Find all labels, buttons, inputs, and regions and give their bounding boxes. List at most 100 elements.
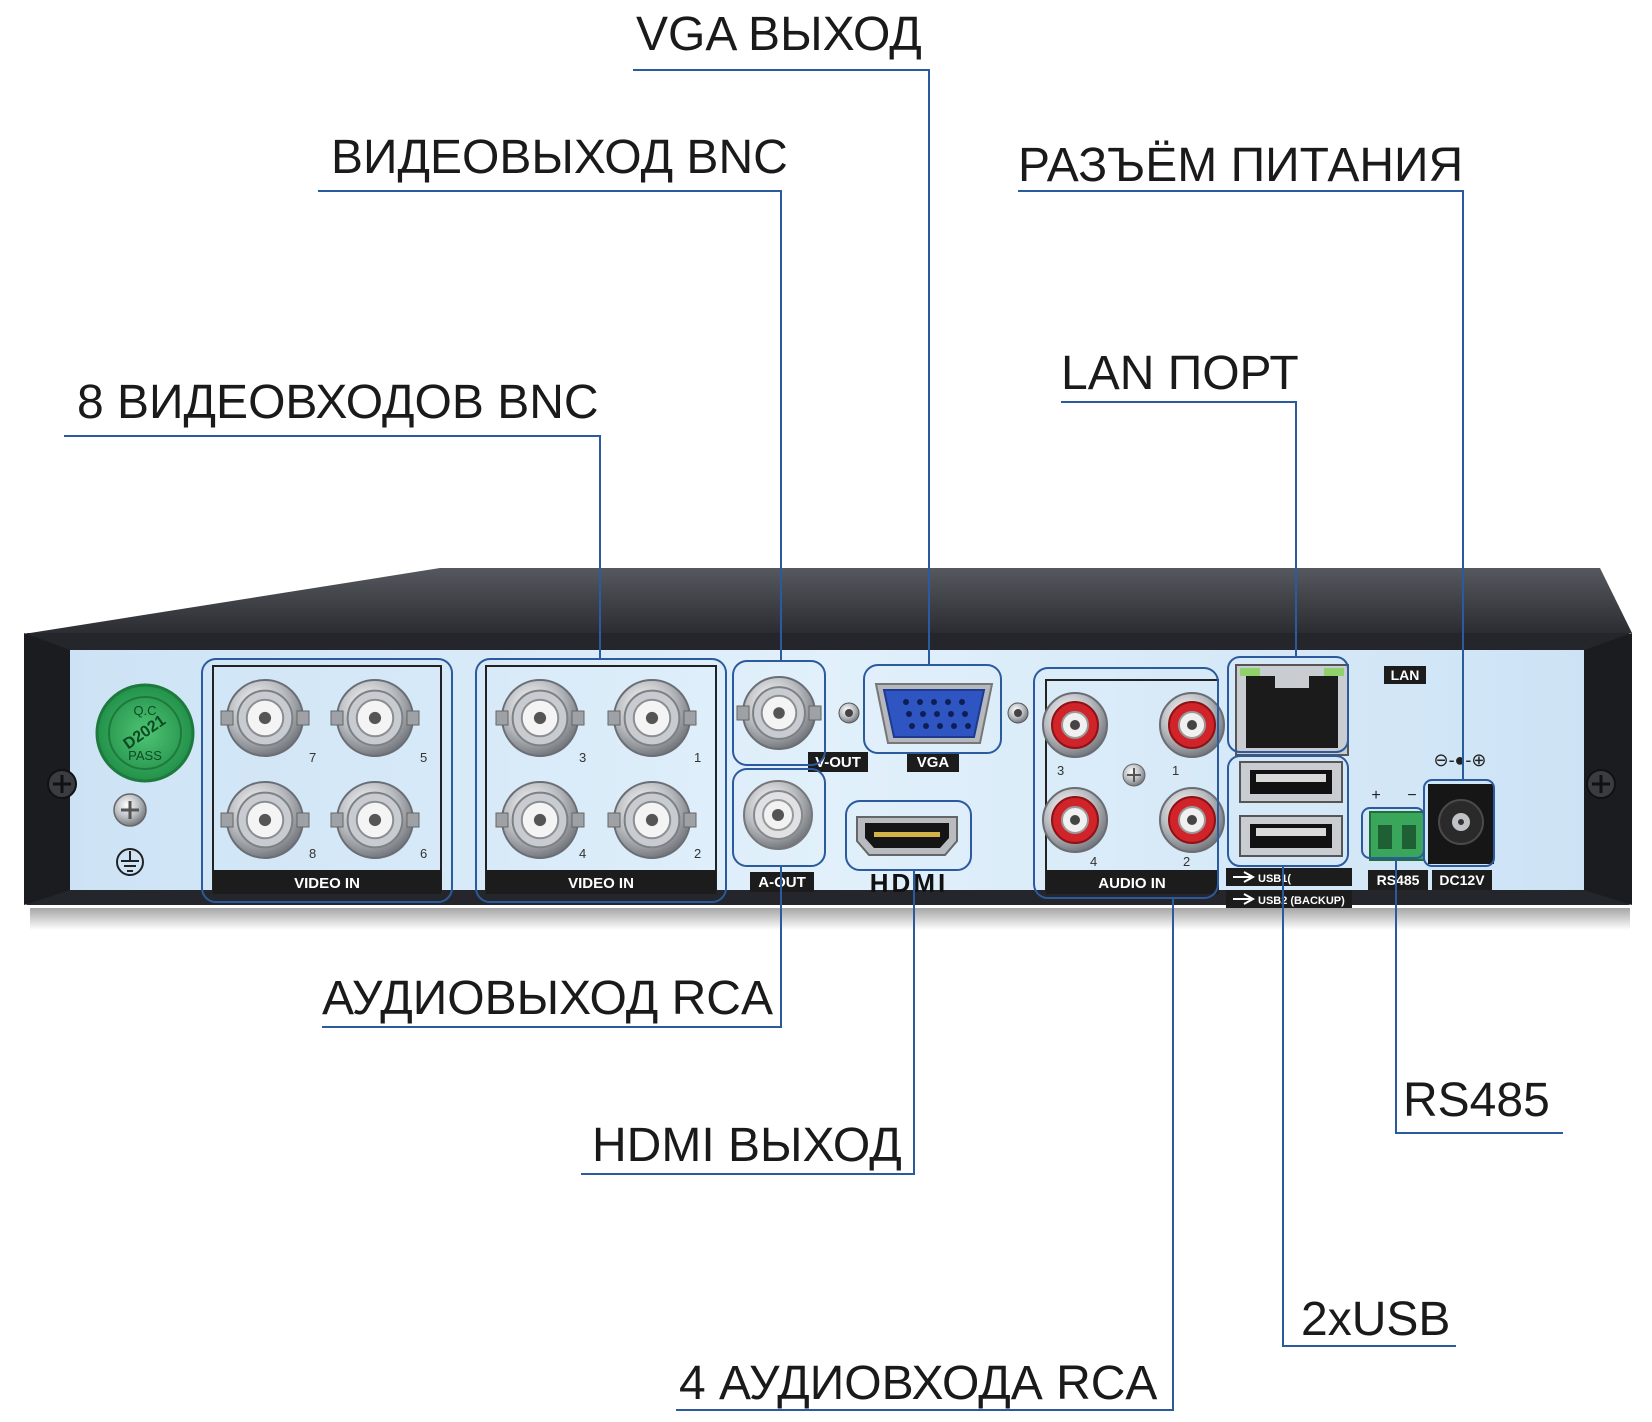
port-number-5: 5 (420, 750, 427, 765)
hdmi-connector (856, 816, 958, 856)
label-usb1: USB1( (1258, 873, 1291, 885)
highlight-outlines (201, 656, 1495, 903)
bnc-video-in-group-left (212, 665, 442, 893)
bnc-video-in-connector (495, 781, 585, 859)
leader-power (1018, 190, 1464, 780)
port-number-1: 1 (694, 750, 701, 765)
label-v-out: V-OUT (815, 754, 861, 771)
label-rs485: RS485 (1377, 872, 1420, 888)
leader-audio-out (322, 866, 782, 1028)
port-number-2: 2 (694, 846, 701, 861)
audio-port-number-2: 2 (1183, 854, 1190, 869)
leader-vga (633, 69, 930, 665)
callout-rca-audio-out: АУДИОВЫХОД RCA (322, 972, 773, 1025)
usb-trident-icon (1233, 893, 1256, 905)
vga-pin (965, 723, 971, 729)
leader-lan (1061, 401, 1297, 657)
vga-pin (945, 699, 951, 705)
audio-port-number-1: 1 (1172, 763, 1179, 778)
rca-audio-in-jack (1159, 787, 1225, 853)
rca-audio-in-jack (1042, 787, 1108, 853)
callout-hdmi-out: HDMI ВЫХОД (592, 1119, 902, 1172)
vga-pin (937, 723, 943, 729)
callout-power-connector: РАЗЪЁМ ПИТАНИЯ (1018, 139, 1463, 192)
leader-bnc-in (64, 435, 601, 659)
rca-audio-in-jack (1042, 692, 1108, 758)
bnc-video-out-connector (736, 676, 822, 750)
bnc-video-in-connector (330, 679, 420, 757)
highlight-v-out (732, 660, 826, 766)
bnc-video-out-jack (736, 676, 822, 750)
callout-usb: 2xUSB (1301, 1293, 1450, 1346)
usb-port-2 (1239, 815, 1343, 857)
vga-pin (934, 711, 940, 717)
bnc-video-in-connector (607, 781, 697, 859)
highlight-bnc-left (201, 658, 453, 903)
leader-bnc-out (318, 190, 782, 661)
leader-lines (64, 69, 1563, 1411)
audio-port-number-4: 4 (1090, 854, 1097, 869)
leader-rs485 (1395, 858, 1563, 1134)
vga-pins (903, 699, 971, 729)
label-usb2: USB2 (BACKUP) (1258, 895, 1345, 907)
screw-left (47, 769, 77, 799)
bnc-video-in-connector (220, 781, 310, 859)
bnc-video-in-connector (607, 679, 697, 757)
audio-port-number-3: 3 (1057, 763, 1064, 778)
bnc-video-in-connector (495, 679, 585, 757)
highlight-lan (1227, 656, 1349, 753)
vga-pin (906, 711, 912, 717)
rca-audio-in-jack (1159, 692, 1225, 758)
label-dc12v: DC12V (1439, 872, 1485, 888)
rs485-terminal (1369, 811, 1425, 861)
highlight-hdmi (845, 800, 972, 871)
callout-vga-out: VGA ВЫХОД (636, 8, 922, 61)
bnc-video-in-connector (330, 781, 420, 859)
label-video-in-left: VIDEO IN (294, 875, 360, 892)
hdmi-logo-label: HDMI (870, 868, 948, 898)
vga-pin (959, 699, 965, 705)
label-lan: LAN (1391, 667, 1420, 683)
callout-rca-audio-in: 4 АУДИОВХОДА RCA (679, 1357, 1157, 1410)
leader-usb (1282, 866, 1456, 1347)
label-video-in-right: VIDEO IN (568, 875, 634, 892)
seal-text-qc: Q.C (133, 703, 156, 718)
vga-pin (923, 723, 929, 729)
port-number-6: 6 (420, 846, 427, 861)
bnc-video-in-connector (220, 679, 310, 757)
seal-text-pass: PASS (128, 748, 162, 763)
callout-rs485: RS485 (1403, 1074, 1550, 1127)
highlight-audio-in (1033, 667, 1219, 899)
port-number-7: 7 (309, 750, 316, 765)
chassis-shadow (30, 908, 1630, 930)
highlight-vga (863, 664, 1002, 754)
ground-screw (113, 793, 147, 827)
lan-port (1235, 664, 1349, 756)
label-audio-in: AUDIO IN (1098, 875, 1166, 892)
vga-pin (951, 723, 957, 729)
port-number-3: 3 (579, 750, 586, 765)
vga-pin (948, 711, 954, 717)
ground-symbol-icon (116, 848, 144, 876)
leader-hdmi (581, 870, 915, 1175)
vga-connector (838, 683, 1029, 744)
chassis-top (30, 568, 1632, 633)
port-number-8: 8 (309, 846, 316, 861)
audio-center-screw (1122, 763, 1146, 787)
bnc-video-in-group-right (485, 665, 717, 893)
qc-seal: Q.C D2021 PASS (95, 683, 195, 783)
label-vga: VGA (917, 754, 950, 771)
vga-pin (931, 699, 937, 705)
callout-bnc-video-out: ВИДЕОВЫХОД BNC (331, 131, 788, 184)
vga-pin (909, 723, 915, 729)
port-number-4: 4 (579, 846, 586, 861)
polarity-symbol: ⊖-●-⊕ (1433, 750, 1486, 770)
rca-audio-out-connector (743, 780, 813, 850)
callout-bnc-video-in: 8 ВИДЕОВХОДОВ BNC (77, 376, 599, 429)
highlight-dc12v (1423, 779, 1495, 867)
vga-pin (903, 699, 909, 705)
rca-audio-in-connectors (1042, 692, 1225, 853)
highlight-a-out (732, 768, 826, 867)
usb-port-1 (1239, 761, 1343, 803)
